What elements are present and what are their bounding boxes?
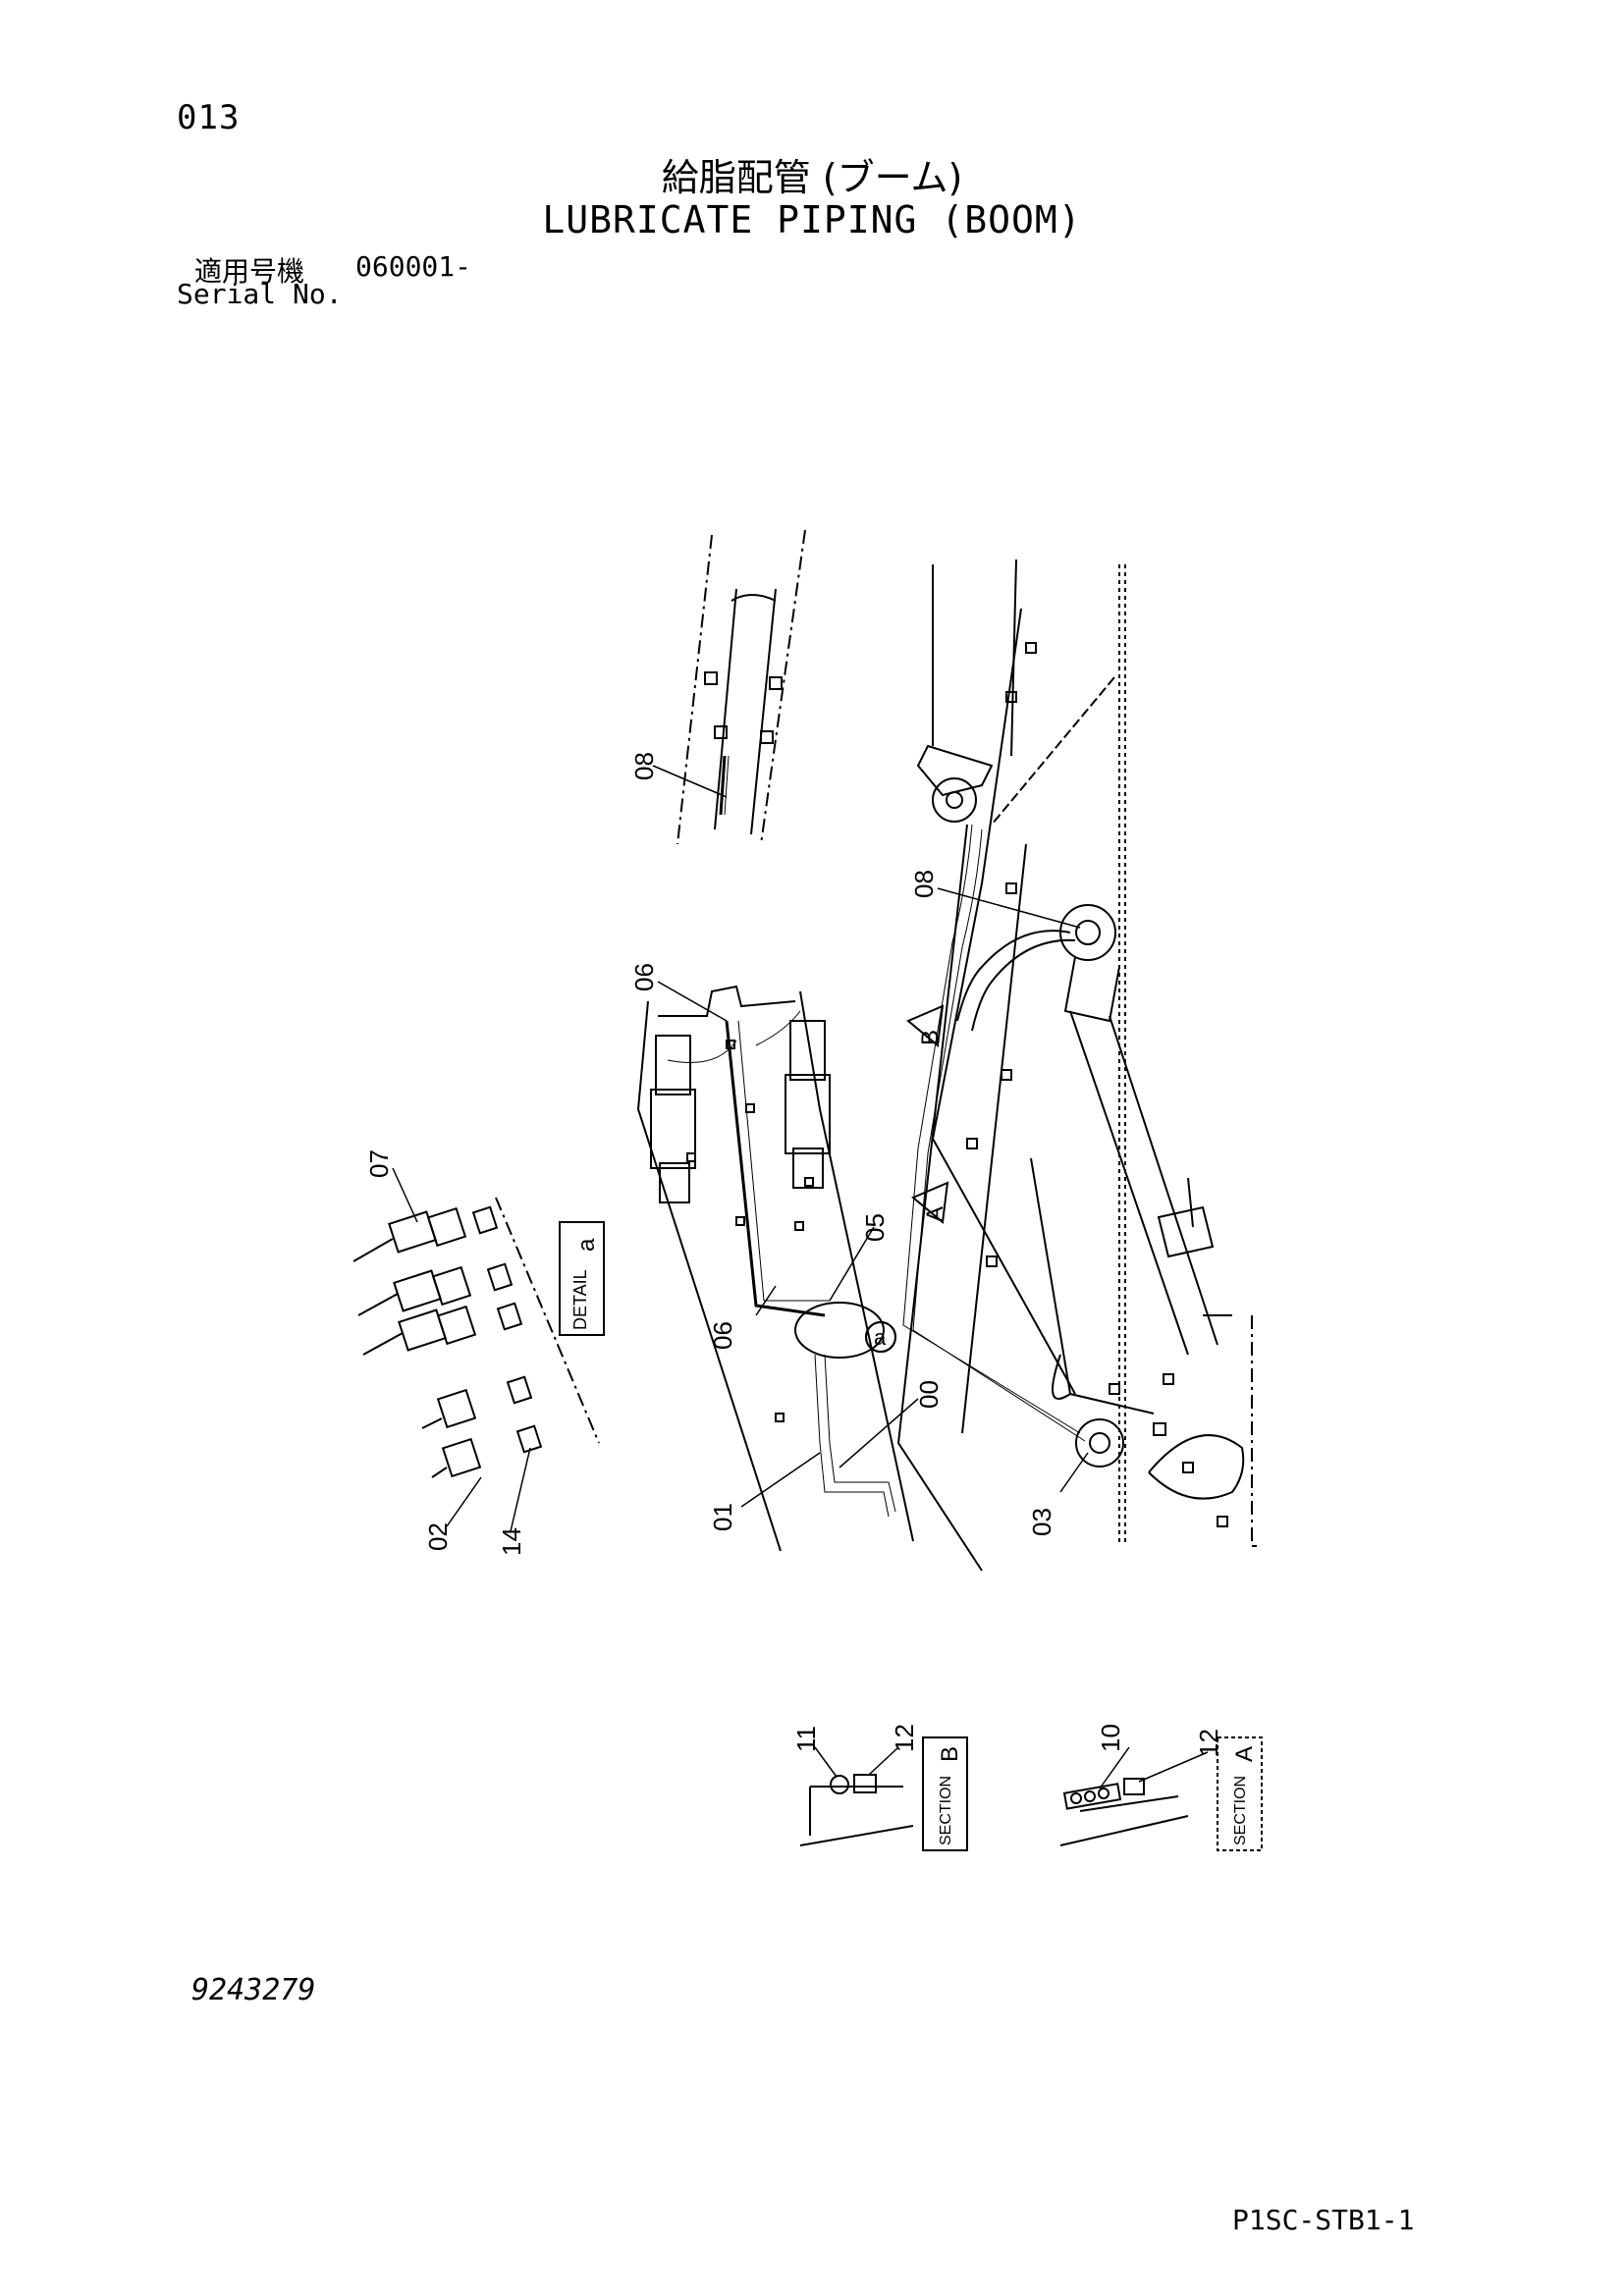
serial-number-value: 060001- bbox=[355, 250, 472, 283]
callout-12-section-a: 12 bbox=[1194, 1729, 1223, 1757]
svg-text:a: a bbox=[573, 1238, 600, 1252]
detail-a-marker: a bbox=[865, 1321, 896, 1353]
page-number: 013 bbox=[177, 98, 241, 137]
view-arrow-b: B bbox=[906, 1004, 945, 1047]
callout-08-upper: 08 bbox=[629, 752, 659, 780]
section-a-label-box: SECTION A bbox=[1217, 1736, 1263, 1851]
document-number: 9243279 bbox=[191, 1973, 316, 2007]
svg-text:A: A bbox=[922, 1206, 948, 1222]
section-b-label-box: SECTION B bbox=[922, 1736, 968, 1851]
leader-lines bbox=[392, 765, 1209, 1789]
svg-text:SECTION: SECTION bbox=[938, 1776, 954, 1845]
callout-07: 07 bbox=[364, 1149, 394, 1178]
view-arrow-a: A bbox=[911, 1181, 949, 1224]
callout-12-section-b: 12 bbox=[890, 1724, 919, 1752]
page-title-japanese: 給脂配管 (ブーム) bbox=[661, 156, 963, 199]
callout-06-lower: 06 bbox=[708, 1321, 737, 1350]
detail-a-label-box: DETAIL a bbox=[559, 1221, 605, 1336]
callout-00: 00 bbox=[914, 1380, 944, 1409]
callout-02: 02 bbox=[423, 1522, 453, 1551]
svg-text:SECTION: SECTION bbox=[1232, 1776, 1249, 1845]
callout-numbers: 08 08 06 07 05 06 00 01 03 02 14 11 12 1… bbox=[364, 752, 1223, 1757]
section-b-detail bbox=[799, 1774, 914, 1846]
callout-11: 11 bbox=[791, 1726, 821, 1752]
svg-text:A: A bbox=[1231, 1746, 1258, 1762]
boom-main-view bbox=[896, 559, 1257, 1572]
callout-01: 01 bbox=[708, 1503, 737, 1531]
svg-text:B: B bbox=[937, 1746, 963, 1762]
callout-08-main: 08 bbox=[909, 870, 939, 898]
callout-06-upper: 06 bbox=[629, 963, 659, 991]
callout-03: 03 bbox=[1027, 1508, 1056, 1536]
svg-text:B: B bbox=[917, 1030, 944, 1045]
section-a-detail bbox=[1059, 1778, 1189, 1846]
svg-text:DETAIL: DETAIL bbox=[570, 1269, 590, 1330]
callout-10: 10 bbox=[1096, 1724, 1125, 1752]
upper-boom-detail bbox=[677, 529, 806, 845]
detail-a-fittings bbox=[352, 1197, 600, 1478]
page-title: LUBRICATE PIPING (BOOM) bbox=[542, 198, 1082, 241]
sheet-code: P1SC-STB1-1 bbox=[1232, 2204, 1415, 2236]
callout-14: 14 bbox=[497, 1527, 526, 1556]
callout-05: 05 bbox=[860, 1213, 890, 1242]
svg-text:a: a bbox=[874, 1325, 887, 1350]
serial-label-japanese: 適用号機 bbox=[194, 255, 305, 288]
serial-label: Serial No. bbox=[177, 278, 343, 310]
lower-boom-view bbox=[636, 985, 914, 1552]
